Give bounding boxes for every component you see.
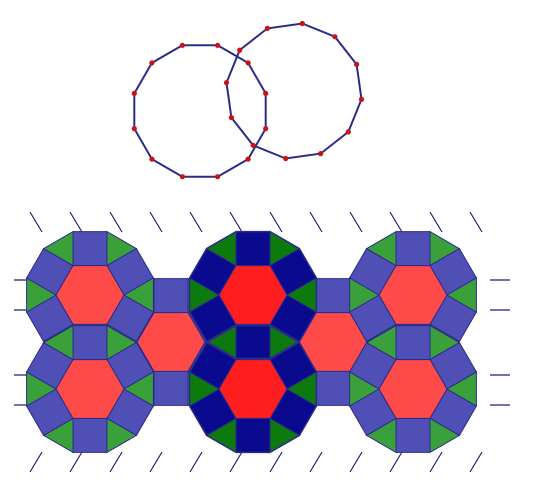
overlapping-dodecagons — [131, 20, 365, 180]
left-cluster-top-square — [72, 231, 108, 267]
boundary-line — [429, 211, 443, 233]
vertex-point — [318, 151, 324, 157]
center-cluster-bottom-square — [235, 417, 271, 453]
boundary-line — [349, 451, 363, 473]
vertex-point — [358, 96, 365, 102]
center-cluster-top-square — [235, 231, 271, 267]
middle-cluster-1-hexagon — [136, 312, 206, 372]
boundary-line — [349, 211, 363, 233]
boundary-line — [109, 211, 123, 233]
vertex-point — [263, 90, 269, 96]
boundary-line — [389, 211, 403, 233]
vertex-point — [245, 60, 251, 66]
tiling-boundary-lines — [14, 211, 510, 473]
boundary-line — [109, 451, 123, 473]
boundary-line — [149, 211, 163, 233]
center-cluster-bottom-square — [235, 325, 271, 361]
right-cluster-top-triangle — [446, 277, 477, 313]
vertex-point — [250, 142, 256, 148]
vertex-point — [332, 34, 338, 40]
vertex-point — [228, 115, 234, 121]
tiling-tiles — [25, 230, 478, 454]
dodecagon-left — [133, 44, 267, 178]
vertex-point — [215, 42, 221, 48]
boundary-line — [189, 451, 203, 473]
boundary-line — [309, 451, 323, 473]
vertex-point — [179, 174, 185, 180]
boundary-line — [69, 451, 83, 473]
vertex-point — [131, 126, 137, 132]
left-cluster-bottom-triangle — [123, 371, 154, 407]
vertex-point — [223, 80, 230, 86]
boundary-line — [469, 451, 483, 473]
boundary-line — [229, 451, 243, 473]
vertex-point — [283, 155, 289, 162]
boundary-line — [189, 211, 203, 233]
boundary-line — [149, 451, 163, 473]
right-cluster-bottom-triangle — [446, 371, 477, 407]
dodecagon-outline — [188, 230, 318, 360]
boundary-line — [269, 451, 283, 473]
middle-cluster-2-square — [315, 278, 351, 314]
dodecagon-right — [225, 22, 363, 160]
right-cluster-bottom-square — [395, 417, 431, 453]
boundary-line — [389, 451, 403, 473]
boundary-line — [269, 211, 283, 233]
left-cluster-bottom-hexagon — [55, 359, 125, 419]
right-cluster-top-square — [395, 231, 431, 267]
left-cluster-bottom-square — [72, 417, 108, 453]
vertex-point — [237, 47, 243, 53]
middle-cluster-1-square — [153, 370, 189, 406]
vertex-point — [131, 90, 137, 96]
vertex-point — [264, 25, 270, 31]
center-cluster-top-hexagon — [218, 265, 288, 325]
left-cluster-top-hexagon — [55, 265, 125, 325]
vertex-point — [263, 126, 269, 132]
vertex-point — [149, 156, 155, 162]
vertex-point — [149, 60, 155, 66]
center-cluster-bottom-hexagon — [218, 359, 288, 419]
boundary-line — [29, 211, 43, 233]
boundary-line — [69, 211, 83, 233]
vertex-point — [354, 61, 360, 67]
vertex-point — [215, 174, 221, 180]
left-cluster-bottom-square — [72, 325, 108, 361]
vertex-point — [245, 156, 251, 162]
boundary-line — [229, 211, 243, 233]
vertex-point — [179, 42, 185, 48]
dodecagon-hexagon-tiling — [14, 211, 510, 473]
right-cluster-bottom-square — [395, 325, 431, 361]
vertex-point — [345, 129, 351, 135]
boundary-line — [309, 211, 323, 233]
boundary-line — [469, 211, 483, 233]
right-cluster-bottom-hexagon — [378, 359, 448, 419]
middle-cluster-1-square — [153, 278, 189, 314]
left-cluster-top-triangle — [123, 277, 154, 313]
boundary-line — [429, 451, 443, 473]
vertex-point — [299, 20, 305, 27]
right-cluster-top-hexagon — [378, 265, 448, 325]
boundary-line — [29, 451, 43, 473]
middle-cluster-2-square — [315, 370, 351, 406]
dodecagon-outline — [188, 324, 318, 454]
